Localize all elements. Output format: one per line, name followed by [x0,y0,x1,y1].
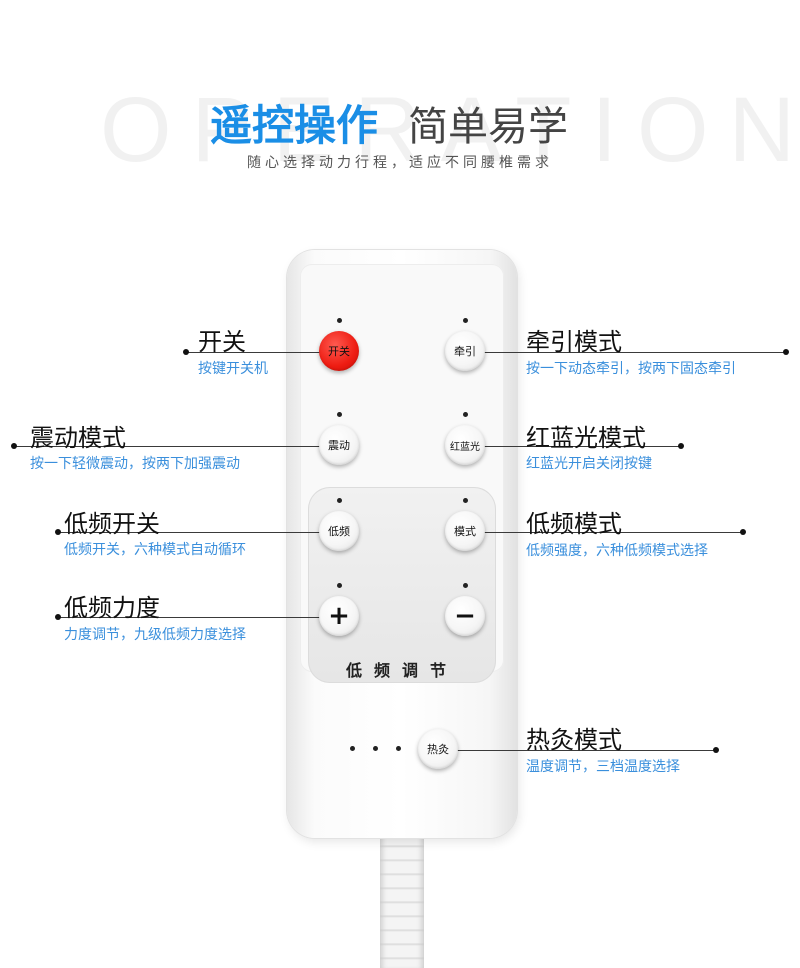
low-frequency-mode-button[interactable]: 模式 [445,511,485,551]
heat-level-dot-1 [350,746,355,751]
callout-end-dot-power [183,349,189,355]
callout-end-dot-redblue [678,443,684,449]
power-button[interactable]: 开关 [319,331,359,371]
heat-level-dot-3 [396,746,401,751]
callout-line-power [186,352,340,353]
callout-end-dot-lowfreq-switch [55,529,61,535]
indicator-dot-traction [463,318,468,323]
heat-moxibustion-button[interactable]: 热灸 [418,729,458,769]
low-frequency-panel-label: 低频调节 [345,661,458,680]
callout-desc-heat: 温度调节，三档温度选择 [526,759,680,775]
callout-label-lowfreq-switch: 低频开关 [64,510,160,538]
callout-desc-lowfreq-mode: 低频强度，六种低频模式选择 [526,543,708,559]
indicator-dot-minus [463,583,468,588]
indicator-dot-mode [463,498,468,503]
traction-button[interactable]: 牵引 [445,331,485,371]
callout-end-dot-traction [783,349,789,355]
callout-line-traction [465,352,786,353]
headline-light: 简单易学 [408,104,568,150]
callout-label-heat: 热灸模式 [526,726,622,754]
plus-button[interactable]: + [319,596,359,636]
callout-desc-lowfreq-power: 力度调节，九级低频力度选择 [64,627,246,643]
callout-end-dot-lowfreq-power [55,614,61,620]
callout-line-lowfreq-switch [58,532,340,533]
callout-end-dot-lowfreq-mode [740,529,746,535]
callout-line-lowfreq-mode [465,532,743,533]
indicator-dot-power [337,318,342,323]
callout-line-vibration [14,446,340,447]
vibration-button[interactable]: 震动 [319,425,359,465]
indicator-dot-lowfreq [337,498,342,503]
callout-end-dot-vibration [11,443,17,449]
callout-end-dot-heat [713,747,719,753]
red-blue-light-button[interactable]: 红蓝光 [445,425,485,465]
callout-label-lowfreq-mode: 低频模式 [526,510,622,538]
callout-desc-traction: 按一下动态牵引，按两下固态牵引 [526,361,736,377]
indicator-dot-redblue [463,412,468,417]
callout-line-heat [438,750,716,751]
callout-desc-power: 按键开关机 [198,361,268,377]
callout-line-lowfreq-power [58,617,340,618]
heat-level-dot-2 [373,746,378,751]
indicator-dot-plus [337,583,342,588]
background-watermark-word: OPERATION [100,79,800,181]
low-frequency-switch-button[interactable]: 低频 [319,511,359,551]
callout-label-power: 开关 [198,328,246,356]
callout-line-redblue [465,446,681,447]
remote-cable [380,834,424,968]
headline-subtitle: 随心选择动力行程，适应不同腰椎需求 [247,155,553,171]
callout-label-redblue: 红蓝光模式 [526,424,646,452]
callout-desc-vibration: 按一下轻微震动，按两下加强震动 [30,456,240,472]
indicator-dot-vibration [337,412,342,417]
callout-desc-lowfreq-switch: 低频开关，六种模式自动循环 [64,542,246,558]
callout-label-traction: 牵引模式 [526,328,622,356]
callout-label-vibration: 震动模式 [30,424,126,452]
callout-label-lowfreq-power: 低频力度 [64,594,160,622]
headline-bold: 遥控操作 [210,101,379,150]
minus-button[interactable]: − [445,596,485,636]
callout-desc-redblue: 红蓝光开启关闭按键 [526,456,652,472]
